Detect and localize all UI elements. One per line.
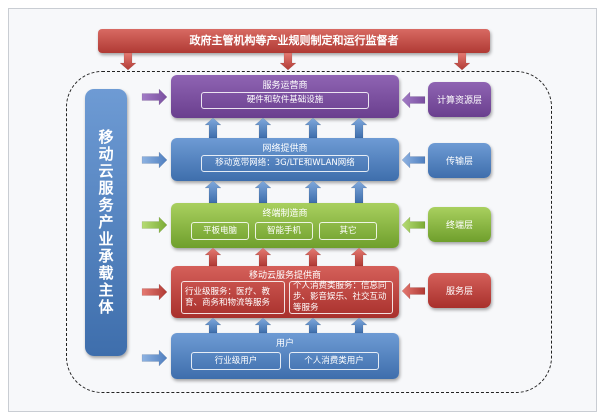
up-arrow xyxy=(204,317,222,334)
industry-services-item: 行业级服务：医疗、教育、商务和物流等服务 xyxy=(181,281,285,314)
terminal-maker-box: 终端制造商 平板电脑 智能手机 其它 xyxy=(171,203,399,248)
terminal-maker-title: 终端制造商 xyxy=(262,209,308,219)
service-layer-box: 服务层 xyxy=(428,273,491,308)
industry-boundary xyxy=(66,71,552,393)
up-arrow xyxy=(304,117,322,139)
cloud-service-provider-title: 移动云服务提供商 xyxy=(248,271,321,281)
up-arrow xyxy=(350,117,368,139)
right-arrow xyxy=(141,216,168,234)
main-entity-label: 移动云服务产业承载主体 xyxy=(96,129,115,316)
transport-layer-box: 传输层 xyxy=(428,143,491,178)
left-arrow xyxy=(401,91,426,109)
compute-layer-box: 计算资源层 xyxy=(428,82,491,117)
mobile-broadband-item: 移动宽带网络：3G/LTE和WLAN网络 xyxy=(201,155,369,172)
up-arrow xyxy=(350,317,368,334)
infrastructure-item: 硬件和软件基础设施 xyxy=(201,92,369,109)
up-arrow xyxy=(204,180,222,204)
cloud-service-provider-box: 移动云服务提供商 行业级服务：医疗、教育、商务和物流等服务 个人消费类服务：信息… xyxy=(171,266,399,318)
down-arrow xyxy=(453,52,471,71)
up-arrow xyxy=(304,180,322,204)
service-operator-title: 服务运营商 xyxy=(262,81,308,91)
entity-right-arrows xyxy=(141,88,168,367)
regulator-banner: 政府主管机构等产业规则制定和运行监督者 xyxy=(98,29,490,53)
up-arrow xyxy=(304,247,322,267)
up-arrow xyxy=(350,247,368,267)
industry-users-item: 行业级用户 xyxy=(191,352,281,370)
users-title: 用户 xyxy=(275,339,294,349)
up-arrow xyxy=(204,117,222,139)
network-provider-box: 网络提供商 移动宽带网络：3G/LTE和WLAN网络 xyxy=(171,138,399,181)
up-arrow xyxy=(254,247,272,267)
network-provider-title: 网络提供商 xyxy=(262,144,308,154)
layer-up-arrows xyxy=(204,117,368,334)
left-arrow xyxy=(401,151,426,169)
right-arrow xyxy=(141,88,168,106)
terminal-layer-box: 终端层 xyxy=(428,207,491,242)
consumer-users-item: 个人消费类用户 xyxy=(289,352,379,370)
left-arrow xyxy=(401,216,426,234)
up-arrow xyxy=(254,317,272,334)
down-arrow xyxy=(279,52,297,71)
right-arrow xyxy=(141,283,168,301)
down-arrow xyxy=(119,52,137,71)
up-arrow xyxy=(350,180,368,204)
up-arrow xyxy=(254,117,272,139)
right-arrow xyxy=(141,349,168,367)
consumer-services-item: 个人消费类服务：信息同步、影音娱乐、社交互动等服务 xyxy=(289,281,393,314)
other-terminal-item: 其它 xyxy=(319,222,377,240)
regulator-down-arrows xyxy=(119,52,471,71)
up-arrow xyxy=(304,317,322,334)
up-arrow xyxy=(254,180,272,204)
left-arrow xyxy=(401,282,426,300)
layer-left-arrows xyxy=(401,91,426,300)
main-entity-bar: 移动云服务产业承载主体 xyxy=(85,89,127,356)
smartphone-item: 智能手机 xyxy=(255,222,313,240)
right-arrow xyxy=(141,151,168,169)
tablet-item: 平板电脑 xyxy=(191,222,249,240)
users-box: 用户 行业级用户 个人消费类用户 xyxy=(171,333,399,379)
up-arrow xyxy=(204,247,222,267)
service-operator-box: 服务运营商 硬件和软件基础设施 xyxy=(171,75,399,118)
